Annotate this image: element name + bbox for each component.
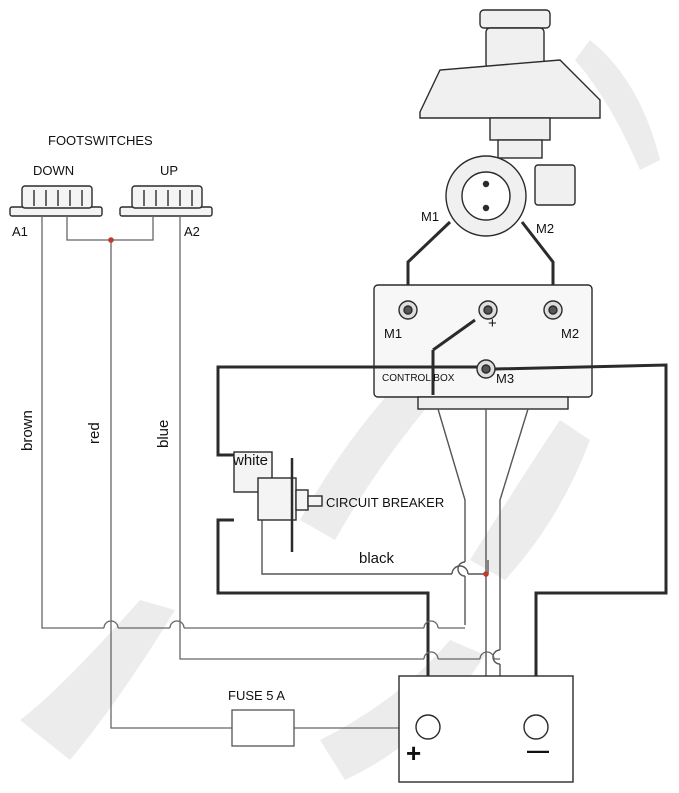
footswitch-up bbox=[119, 185, 213, 217]
a2-label: A2 bbox=[184, 224, 200, 239]
white-wire-label: white bbox=[233, 452, 269, 469]
box-m1-label: M1 bbox=[384, 326, 403, 341]
black-wire-label: black bbox=[359, 550, 395, 567]
a1-label: A1 bbox=[12, 224, 28, 239]
down-label: DOWN bbox=[33, 163, 75, 178]
blue-wire-label: blue bbox=[155, 419, 172, 448]
windlass-motor bbox=[419, 9, 601, 237]
fuse bbox=[231, 709, 295, 747]
fuse-label: FUSE 5 A bbox=[228, 688, 286, 703]
junction-dot-red bbox=[108, 237, 114, 243]
footswitch-down bbox=[9, 185, 103, 217]
control-box bbox=[373, 284, 593, 410]
box-m2-label: M2 bbox=[561, 326, 580, 341]
up-label: UP bbox=[160, 163, 179, 178]
battery bbox=[398, 675, 574, 783]
watermark bbox=[20, 40, 660, 780]
footswitches-title: FOOTSWITCHES bbox=[48, 133, 153, 148]
motor-m2-label: M2 bbox=[536, 221, 555, 236]
battery-plus-label: + bbox=[406, 738, 422, 768]
circuit-breaker-label: CIRCUIT BREAKER bbox=[326, 495, 445, 510]
brown-wire-label: brown bbox=[19, 410, 36, 451]
red-wire-label: red bbox=[86, 422, 103, 444]
junction-dot-black bbox=[483, 571, 489, 577]
control-box-label: CONTROL BOX bbox=[382, 373, 455, 384]
battery-minus-label: — bbox=[527, 738, 549, 763]
motor-m1-label: M1 bbox=[421, 209, 440, 224]
power-wires bbox=[216, 318, 668, 714]
circuit-breaker bbox=[233, 451, 323, 552]
footswitch-wires bbox=[41, 216, 500, 729]
box-m3-label: M3 bbox=[496, 371, 515, 386]
box-plus-label: + bbox=[488, 315, 497, 332]
